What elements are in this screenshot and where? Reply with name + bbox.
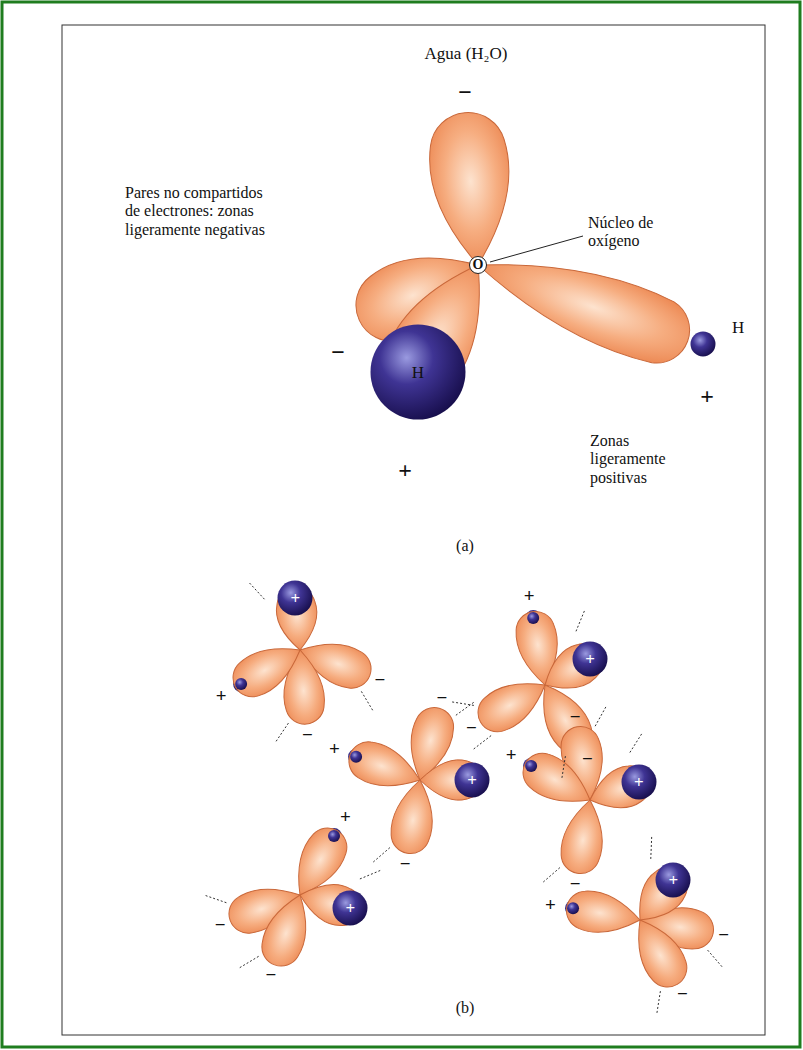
atom-symbol: + — [291, 590, 301, 607]
hydrogen-bond — [238, 956, 258, 968]
hydrogen-cap — [527, 612, 539, 624]
atom-circle — [455, 763, 490, 798]
hydrogen-bond — [361, 691, 373, 711]
atom-symbol: + — [585, 651, 595, 668]
atom-circle — [656, 863, 691, 898]
orbital-lobe — [425, 109, 517, 268]
orbital-lobe — [583, 760, 656, 819]
atom-circle — [278, 581, 313, 616]
hydrogen-cap — [235, 678, 247, 690]
orbital-lobe — [563, 887, 643, 940]
orbital-lobe — [343, 736, 427, 799]
charge-sign: − — [677, 984, 688, 1003]
hydrogen-cap — [525, 760, 537, 772]
hydrogen-cap — [567, 902, 579, 914]
hydrogen-bond — [372, 848, 390, 864]
orbital-lobe — [535, 636, 610, 702]
charge-sign: − — [437, 688, 448, 707]
charge-sign: + — [700, 384, 714, 408]
oxygen-nucleus: O — [469, 256, 487, 274]
charge-sign: − — [374, 670, 385, 689]
hydrogen-bond — [542, 868, 560, 884]
hydrogen-bond — [275, 723, 288, 743]
charge-sign: − — [331, 340, 345, 364]
charge-sign: − — [718, 925, 729, 944]
hydrogen-atom: H — [370, 324, 466, 420]
hydrogen-cap — [350, 751, 362, 763]
inner-frame — [62, 25, 765, 1035]
orbital-lobe — [557, 796, 610, 876]
hydrogen-bond — [360, 870, 380, 879]
charge-sign: − — [458, 80, 472, 104]
charge-sign: − — [570, 874, 581, 893]
annotation: Zonas ligeramente positivas — [590, 432, 695, 487]
hydrogen-atom: + — [332, 890, 368, 926]
annotation: Núcleo de oxígeno — [588, 214, 688, 251]
hydrogen-bond — [650, 837, 652, 859]
atom-circle — [691, 332, 716, 357]
hydrogen-atom: + — [277, 580, 313, 616]
charge-sign: + — [506, 745, 517, 764]
charge-sign: − — [570, 707, 581, 726]
leader-line — [490, 236, 583, 262]
charge-sign: + — [398, 458, 412, 482]
charge-sign: − — [302, 725, 313, 744]
hydrogen-bond — [576, 611, 584, 631]
charge-sign: − — [400, 854, 411, 873]
charge-sign: + — [340, 807, 351, 826]
hydrogen-bond — [204, 895, 226, 903]
atom-circle — [621, 765, 656, 800]
charge-sign: + — [216, 686, 227, 705]
atom-symbol: + — [669, 872, 679, 889]
atom-circle — [371, 325, 466, 420]
charge-sign: − — [466, 718, 477, 737]
charge-sign: − — [266, 965, 277, 984]
hydrogen-bond — [249, 583, 264, 599]
charge-sign: − — [582, 749, 593, 768]
orbital-lobes — [204, 109, 723, 1014]
node-shape — [690, 331, 716, 357]
atom-symbol: + — [634, 774, 644, 791]
hydrogen-atom: + — [621, 764, 657, 800]
charge-sign: − — [215, 915, 226, 934]
orbital-lobe — [466, 233, 699, 374]
atom-symbol: + — [345, 900, 355, 917]
atom-circle — [333, 891, 368, 926]
hydrogen-bond — [456, 701, 475, 715]
hydrogen-atom: + — [655, 862, 691, 898]
panel-label: (a) — [456, 538, 474, 554]
hydrogen-bond — [630, 734, 642, 753]
hydrogen-bond — [595, 705, 607, 726]
atom-circle — [573, 642, 608, 677]
annotation: Pares no compartidos de electrones: zona… — [125, 184, 275, 239]
hydrogen-bond — [657, 991, 661, 1014]
charge-sign: + — [545, 895, 556, 914]
hydrogen-atom: + — [454, 762, 490, 798]
atom-symbol: H — [412, 364, 424, 381]
hydrogen-atom: + — [572, 641, 608, 677]
title: Agua (H₂O) — [425, 44, 508, 64]
orbital-lobe — [625, 859, 696, 933]
hydrogen-bond — [562, 756, 566, 779]
atom-symbol: H — [732, 319, 744, 336]
orbital-lobe — [516, 745, 601, 817]
charge-sign: + — [524, 586, 535, 605]
atom-symbol: + — [467, 772, 477, 789]
hydrogen-cap — [328, 830, 340, 842]
hydrogen-bond — [708, 950, 724, 968]
charge-sign: + — [329, 739, 340, 758]
atom-circle — [470, 257, 487, 274]
panel-label: (b) — [456, 1000, 475, 1016]
hydrogen-atom: H — [690, 331, 716, 357]
atom-symbol: O — [473, 258, 484, 272]
hydrogen-bond — [474, 735, 492, 749]
